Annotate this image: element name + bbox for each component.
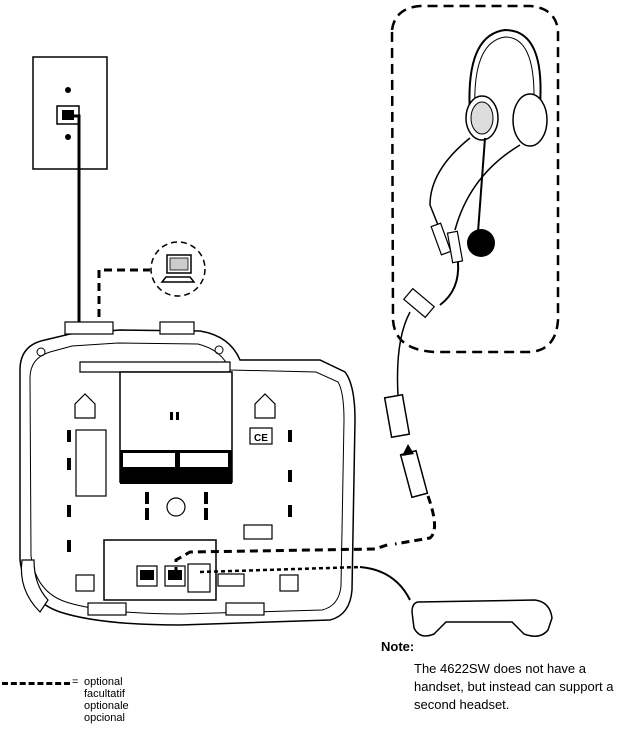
wall-jack <box>32 56 108 170</box>
legend-equals: = <box>72 676 79 688</box>
headset-optional-outline <box>390 4 560 354</box>
headset-cable-on-phone <box>174 542 391 575</box>
handset-icon <box>359 566 553 637</box>
note-text: The 4622SW does not have a handset, but … <box>414 661 614 712</box>
headset-adapter-cable <box>394 495 436 546</box>
ce-mark: CE <box>254 433 268 444</box>
phone-body: CE <box>19 321 356 626</box>
note-title: Note: <box>381 639 415 654</box>
legend-label: optional <box>84 676 123 688</box>
headset-cord <box>396 311 411 396</box>
computer-icon <box>150 241 206 297</box>
legend-label: facultatif <box>84 688 125 700</box>
pc-cable <box>97 268 150 330</box>
legend-labels: optional facultatif optionale opcional <box>84 676 129 724</box>
line-cable <box>73 114 81 330</box>
legend-label: opcional <box>84 712 125 724</box>
quick-disconnect-connector <box>383 393 429 499</box>
headset-icon <box>402 28 548 319</box>
legend-dashed-line <box>2 682 70 685</box>
handset-cord-on-phone <box>199 565 361 574</box>
legend-label: optionale <box>84 700 129 712</box>
